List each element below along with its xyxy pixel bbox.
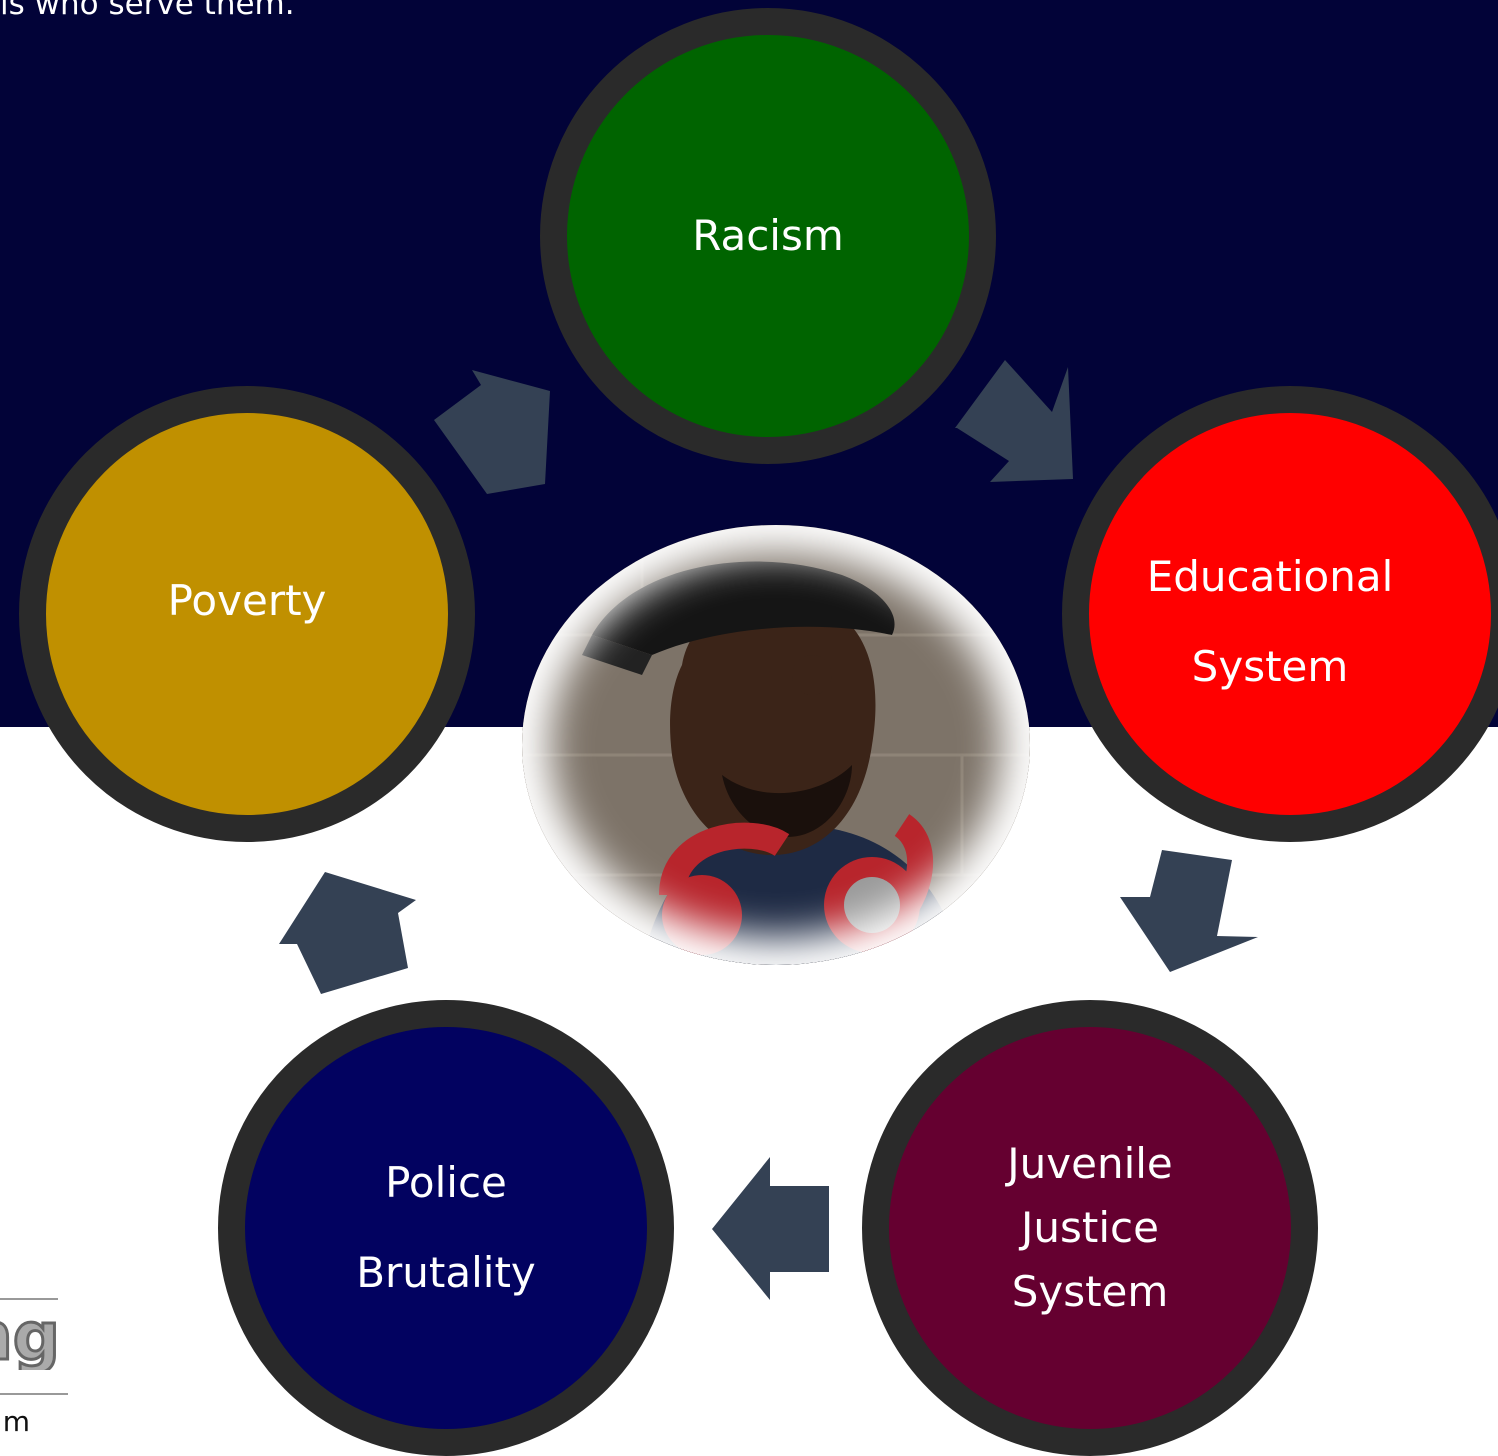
person-illustration	[522, 525, 1030, 965]
node-racism: Racism	[540, 8, 996, 464]
node-educational-system-label: Educational System	[1147, 532, 1394, 712]
arrow-police-to-poverty	[279, 872, 416, 994]
arrow-juvenile-to-police	[712, 1157, 829, 1300]
logo-text: ng	[0, 1304, 60, 1370]
node-police-brutality-label: Police Brutality	[356, 1138, 536, 1318]
logo-subtext: m	[2, 1405, 30, 1438]
node-poverty-label: Poverty	[167, 575, 327, 625]
node-police-brutality: Police Brutality	[218, 1000, 674, 1456]
node-poverty: Poverty	[19, 386, 475, 842]
node-juvenile-justice-system: Juvenile Justice System	[862, 1000, 1318, 1456]
node-police-line-2: Brutality	[356, 1248, 536, 1297]
logo-divider-top	[0, 1298, 58, 1300]
node-juvenile-justice-system-label: Juvenile Justice System	[1007, 1132, 1173, 1324]
arrow-educational-to-juvenile	[1120, 850, 1258, 972]
node-racism-label: Racism	[692, 210, 844, 260]
node-educational-system: Educational System	[1062, 386, 1498, 842]
logo-divider-bottom	[0, 1393, 68, 1395]
node-educational-line-2: System	[1191, 642, 1349, 691]
node-educational-line-1: Educational	[1146, 552, 1394, 601]
node-juvenile-line-1: Juvenile	[1007, 1139, 1173, 1188]
node-police-line-1: Police	[385, 1158, 507, 1207]
intro-text: ls who serve them.	[0, 0, 295, 22]
node-juvenile-line-2: Justice	[1021, 1203, 1159, 1252]
node-juvenile-line-3: System	[1011, 1267, 1169, 1316]
center-photo	[522, 525, 1030, 965]
